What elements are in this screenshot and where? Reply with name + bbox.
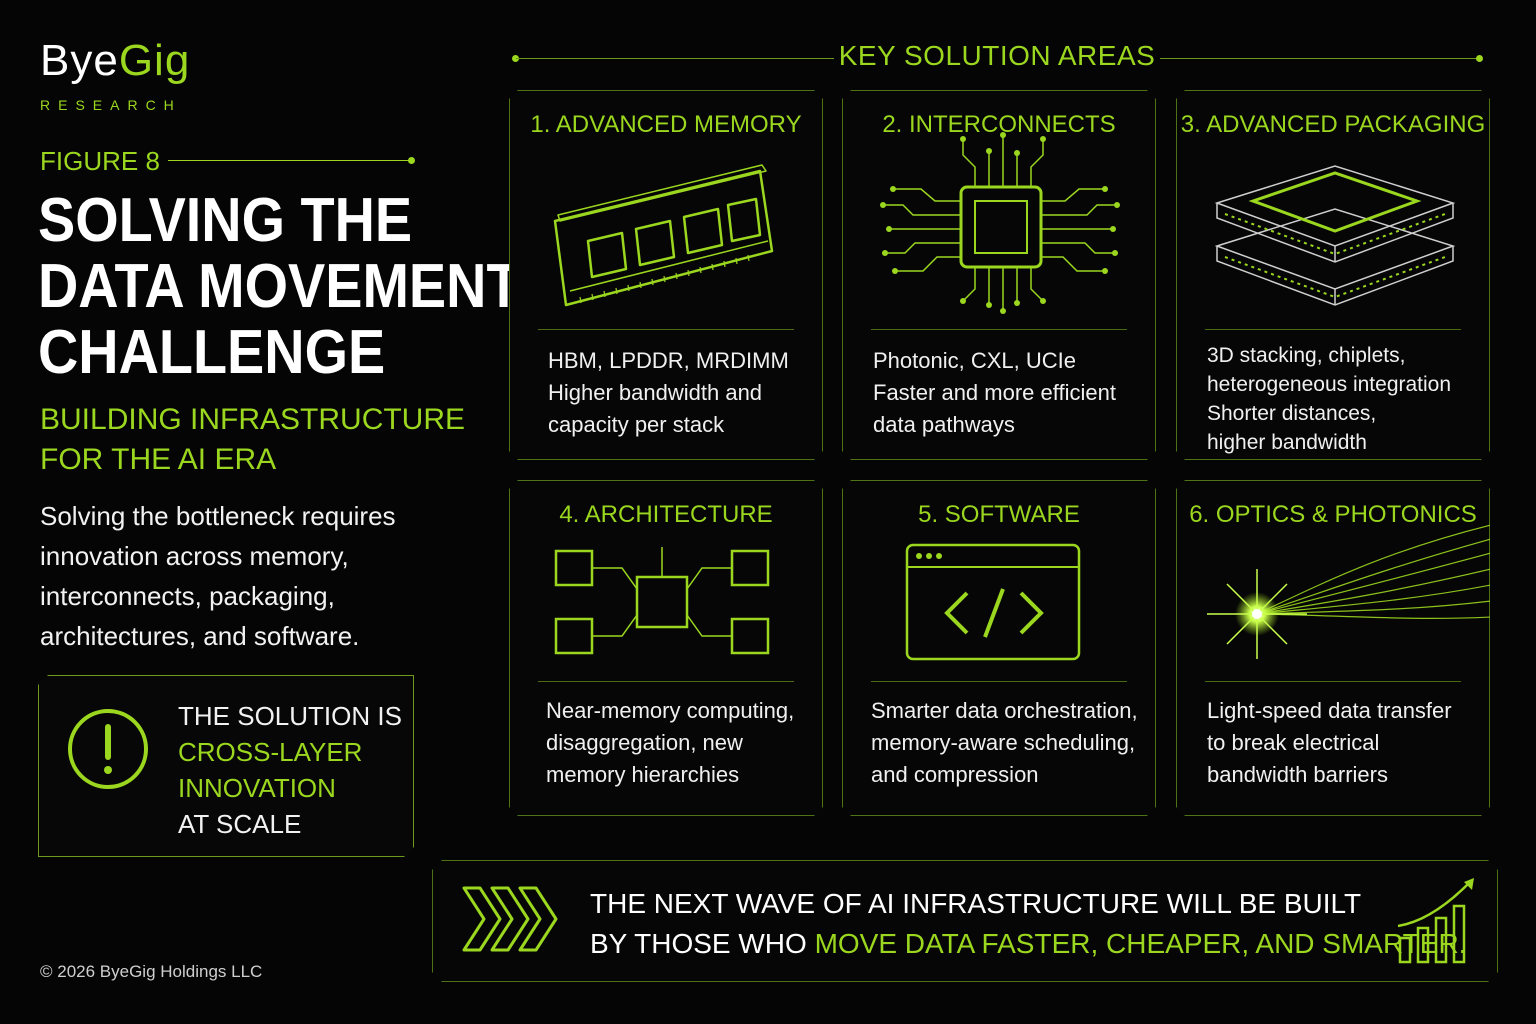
card-title: 2. INTERCONNECTS <box>882 111 1116 138</box>
brand-subtitle: RESEARCH <box>40 97 182 113</box>
card-description: Light-speed data transfer to break elect… <box>1207 698 1452 787</box>
copyright: © 2026 ByeGig Holdings LLC <box>40 962 263 981</box>
section-divider-dot-left <box>512 55 519 62</box>
card-description: Smarter data orchestration, memory-aware… <box>871 698 1138 787</box>
chevrons-right-icon <box>462 886 558 952</box>
brand-logo: ByeGig <box>40 36 191 85</box>
card-title: 6. OPTICS & PHOTONICS <box>1189 501 1477 528</box>
banner-text: THE NEXT WAVE OF AI INFRASTRUCTURE WILL … <box>590 888 1467 959</box>
card-description: Photonic, CXL, UCIe Faster and more effi… <box>873 348 1116 437</box>
card-description: Near-memory computing, disaggregation, n… <box>546 698 795 787</box>
solution-callout <box>38 675 414 857</box>
card-divider <box>538 681 794 682</box>
card-software: 5. SOFTWARE Smarter data orchestration, … <box>842 480 1156 816</box>
card-title: 1. ADVANCED MEMORY <box>530 111 802 138</box>
exclamation-circle-icon <box>68 709 148 789</box>
page-title: SOLVING THE DATA MOVEMENT CHALLENGE <box>38 186 521 387</box>
card-description: HBM, LPDDR, MRDIMM Higher bandwidth and … <box>548 348 789 437</box>
card-advanced-memory: 1. ADVANCED MEMORY HBM, LPDDR, MRDIMM Hi… <box>509 90 823 460</box>
card-divider <box>1205 681 1461 682</box>
architecture-nodes-icon <box>510 481 824 681</box>
figure-divider-dot <box>408 157 415 164</box>
card-divider <box>538 329 794 330</box>
section-divider-dot-right <box>1476 55 1483 62</box>
card-divider <box>1205 329 1461 330</box>
card-title: 5. SOFTWARE <box>918 501 1080 528</box>
figure-divider <box>168 160 412 161</box>
memory-module-icon <box>510 91 824 331</box>
section-divider-left <box>516 58 834 59</box>
chip-circuit-icon <box>843 91 1157 331</box>
card-title: 3. ADVANCED PACKAGING <box>1180 111 1486 138</box>
intro-text: Solving the bottleneck requires innovati… <box>40 501 396 651</box>
light-beam-icon <box>1177 481 1491 681</box>
card-architecture: 4. ARCHITECTURE Near-memory computing, d… <box>509 480 823 816</box>
card-divider <box>871 329 1127 330</box>
card-interconnects: 2. INTERCONNECTS Photonic, CXL, UCIe Fas… <box>842 90 1156 460</box>
card-description: 3D stacking, chiplets, heterogeneous int… <box>1207 344 1452 454</box>
stacked-chip-icon <box>1177 91 1491 331</box>
card-optics-photonics: 6. OPTICS & PHOTONICS Light-speed data t… <box>1176 480 1490 816</box>
card-title: 4. ARCHITECTURE <box>559 501 773 528</box>
card-advanced-packaging: 3. ADVANCED PACKAGING 3D stacking, chipl… <box>1176 90 1490 460</box>
section-title: KEY SOLUTION AREAS <box>838 40 1156 71</box>
callout-text: THE SOLUTION IS CROSS-LAYER INNOVATION A… <box>178 701 402 839</box>
card-divider <box>871 681 1127 682</box>
growth-chart-icon <box>1397 878 1474 964</box>
section-divider-right <box>1160 58 1480 59</box>
code-window-icon <box>843 481 1157 681</box>
page-subtitle: BUILDING INFRASTRUCTURE FOR THE AI ERA <box>40 403 466 476</box>
bottom-banner <box>432 860 1498 982</box>
figure-label: FIGURE 8 <box>40 146 160 176</box>
